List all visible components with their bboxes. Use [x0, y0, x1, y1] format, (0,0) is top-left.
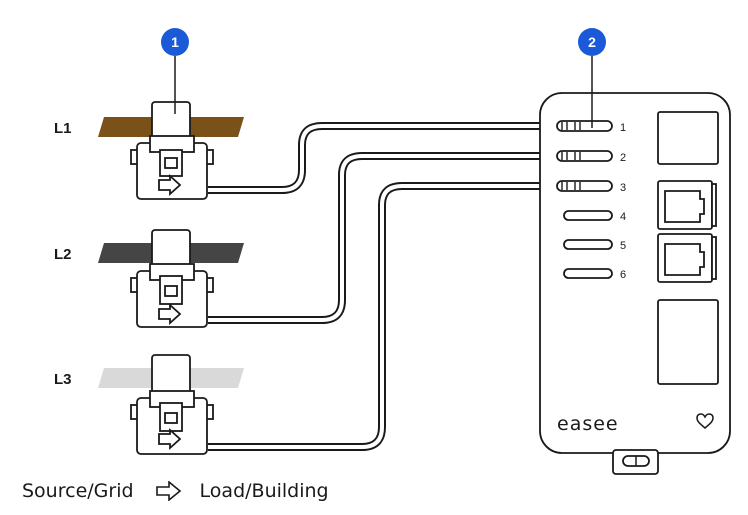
port-label: 4 [620, 211, 626, 223]
legend: Source/Grid Load/Building [22, 478, 329, 504]
ct-clamp-l3 [130, 354, 214, 455]
input-slot-1 [556, 120, 613, 132]
input-slot-4 [563, 210, 613, 221]
heart-icon [696, 413, 714, 429]
ct-clamp-l1 [130, 101, 214, 200]
port-label: 3 [620, 182, 626, 194]
legend-load-label: Load/Building [199, 480, 329, 502]
callout-2-number: 2 [588, 34, 596, 50]
ct-direction-arrow-icon [158, 302, 182, 326]
legend-source-label: Source/Grid [22, 480, 134, 502]
port-label: 2 [620, 152, 626, 164]
phase-label-l1: L1 [54, 120, 72, 137]
ct-direction-arrow-icon [158, 427, 182, 451]
input-slot-5 [563, 239, 613, 250]
input-slot-2 [556, 150, 613, 162]
phase-label-l2: L2 [54, 246, 72, 263]
arrow-right-icon [155, 481, 181, 501]
device-brand-label: easee [557, 413, 619, 435]
input-slots [556, 120, 613, 279]
ct-direction-arrow-icon [158, 173, 182, 197]
callout-1-badge [161, 28, 189, 56]
ct-clamp-l2 [130, 229, 214, 328]
phase-label-l3: L3 [54, 371, 72, 388]
port-label: 6 [620, 269, 626, 281]
rj45-port-icon [657, 233, 717, 283]
callout-1-number: 1 [171, 34, 179, 50]
callout-2-badge [578, 28, 606, 56]
input-slot-6 [563, 268, 613, 279]
port-label: 1 [620, 122, 626, 134]
input-slot-3 [556, 180, 613, 192]
rj45-port-icon [657, 180, 717, 230]
port-label: 5 [620, 240, 626, 252]
